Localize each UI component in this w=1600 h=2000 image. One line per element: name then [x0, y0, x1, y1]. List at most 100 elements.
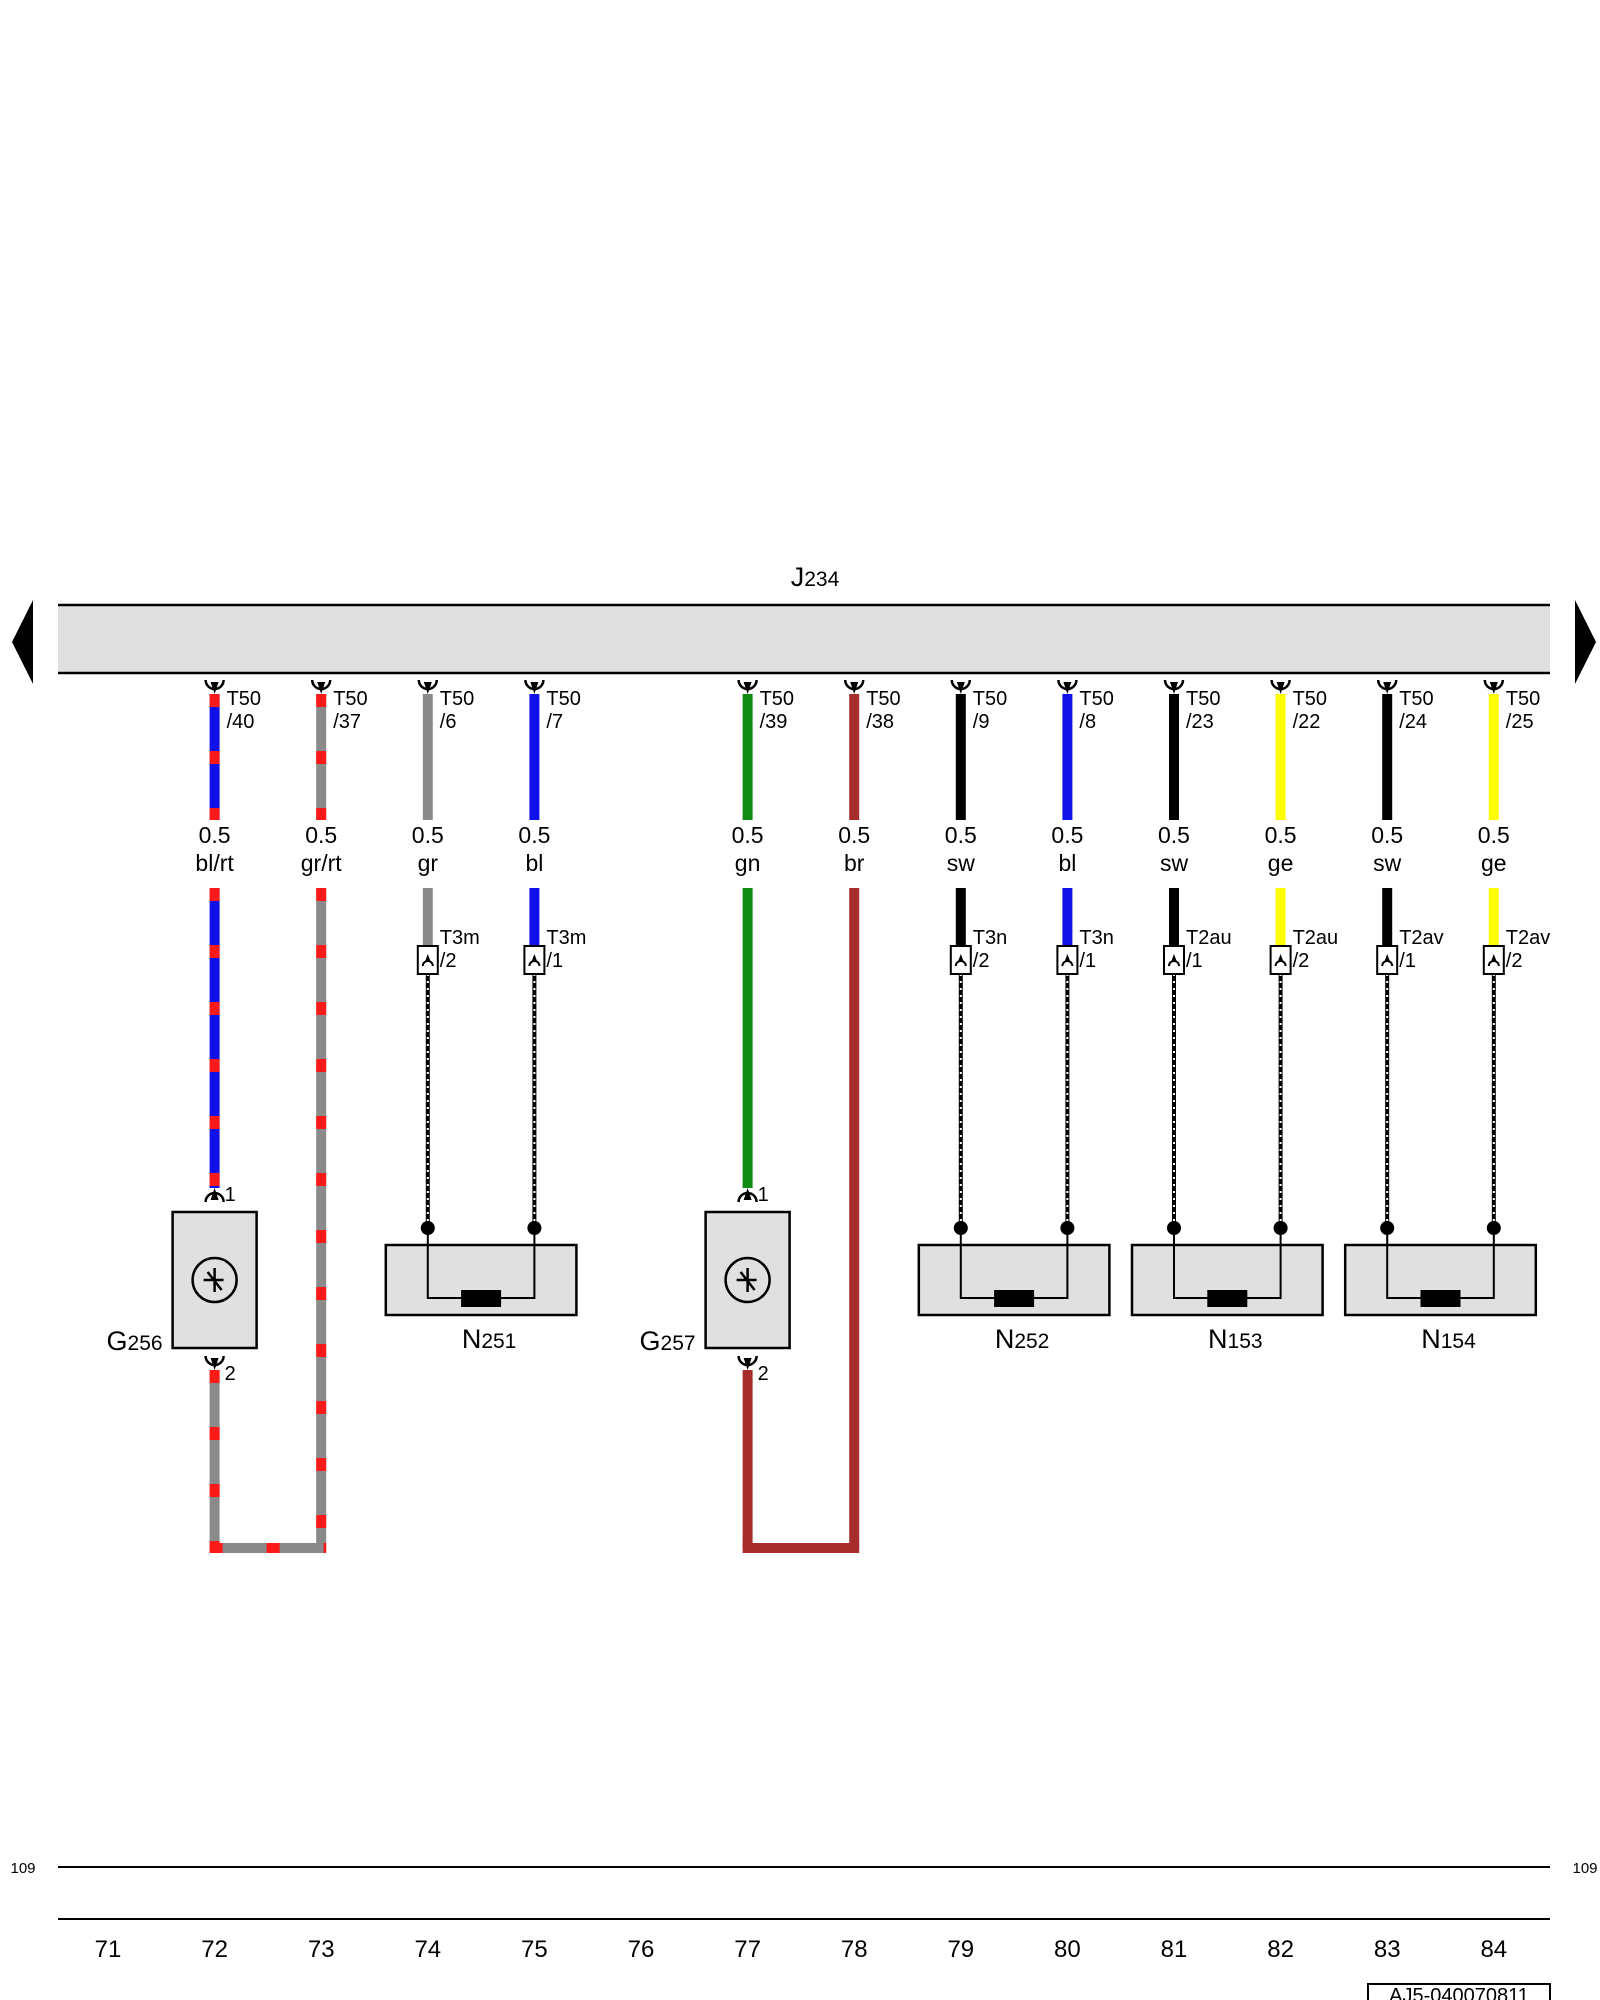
wire-75-connector-name: T3m [546, 927, 586, 949]
wire-73-size: 0.5 [305, 822, 337, 848]
wire-75-junction [527, 1221, 542, 1235]
wire-83-junction [1380, 1221, 1395, 1235]
wire-77-color: gn [735, 850, 761, 876]
column-number-83: 83 [1374, 1936, 1401, 1963]
wire-83-color: sw [1373, 850, 1402, 876]
control-unit-label: J234 [791, 562, 840, 592]
wire-83-connector-tip [1384, 954, 1391, 962]
wire-74-connector-pin: /2 [440, 950, 457, 972]
wire-77-size: 0.5 [732, 822, 764, 848]
column-number-81: 81 [1161, 1936, 1188, 1963]
wire-77-pin-terminal-tip [743, 682, 752, 694]
wire-82-size: 0.5 [1265, 822, 1297, 848]
triangle-right-icon [1575, 600, 1596, 684]
wire-80-pin-number: /8 [1079, 711, 1096, 733]
wire-82-junction [1273, 1221, 1288, 1235]
label-layer: T50/400.5bl/rtT50/370.5gr/rtT50/60.5grT3… [107, 688, 1551, 1385]
column-number-77: 77 [734, 1936, 761, 1963]
triangle-left-icon [12, 600, 33, 684]
wire-79-pin-terminal-tip [956, 682, 965, 694]
wire-80-connector-pin: /1 [1079, 950, 1096, 972]
wire-73-pin-terminal-tip [317, 682, 326, 694]
wire-83-connector-pin: /1 [1399, 950, 1416, 972]
wire-84-color: ge [1481, 850, 1507, 876]
valve-N251 [384, 1235, 578, 1317]
wire-81-junction [1167, 1221, 1181, 1235]
wire-74-pin-terminal [417, 679, 439, 694]
sensor-G257-pin-bottom: 2 [758, 1363, 769, 1385]
wire-74-connector-tip [424, 954, 431, 962]
column-number-84: 84 [1480, 1936, 1507, 1963]
wire-82-connector-tip [1277, 954, 1284, 962]
wire-74-pin-terminal-tip [423, 682, 432, 694]
wire-83-pin-terminal-tip [1383, 682, 1392, 694]
wire-79-connector-tip [957, 954, 964, 962]
wire-75-pin-terminal [524, 679, 545, 694]
sensor-G257-terminal-bottom-tip [743, 1358, 752, 1370]
column-number-73: 73 [308, 1936, 335, 1963]
wire-84-connector-tip [1490, 954, 1497, 962]
sensor-G256-terminal-bottom-tip [210, 1358, 219, 1370]
sensor-G256-pin-top: 1 [225, 1184, 236, 1206]
column-number-79: 79 [947, 1936, 974, 1963]
sensor-G257 [704, 1188, 791, 1370]
sensor-G257-terminal-bottom [737, 1355, 758, 1370]
wire-81-connector-pin: /1 [1186, 950, 1203, 972]
ref-right: 109 [1572, 1860, 1597, 1877]
wire-72-color: bl/rt [195, 850, 234, 876]
wire-81-pin-terminal-tip [1170, 682, 1178, 694]
wire-82-color: ge [1268, 850, 1294, 876]
wire-81-connector-tip [1171, 954, 1177, 962]
wire-77-pin-number: /39 [760, 711, 788, 733]
wire-78-pin-terminal-tip [850, 682, 859, 694]
wire-74-color: gr [418, 850, 439, 876]
wire-84-pin-terminal-tip [1489, 682, 1498, 694]
wire-74-connector-name: T3m [440, 927, 480, 949]
wire-72-pin-number: /40 [227, 711, 255, 733]
sensor-G257-symbol-ring [724, 1256, 771, 1304]
column-number-78: 78 [841, 1936, 868, 1963]
column-number-71: 71 [95, 1936, 122, 1963]
sensor-G257-label: G257 [640, 1326, 696, 1356]
sensor-G256-label: G256 [107, 1326, 163, 1356]
wire-80-pin-connector: T50 [1079, 688, 1113, 710]
column-number-80: 80 [1054, 1936, 1081, 1963]
wire-80-connector-tip [1064, 954, 1071, 962]
column-number-82: 82 [1267, 1936, 1294, 1963]
wire-84-connector-pin: /2 [1506, 950, 1523, 972]
wire-80-pin-terminal [1057, 679, 1078, 694]
sensor-G257-terminal-top-tip [743, 1188, 752, 1200]
wire-82-pin-terminal-tip [1276, 682, 1285, 694]
wire-75-size: 0.5 [518, 822, 550, 848]
wire-81-color: sw [1160, 850, 1189, 876]
valve-N154-housing [1343, 1243, 1538, 1317]
doc-code-box [1367, 1983, 1551, 2000]
wire-75-pin-connector: T50 [546, 688, 580, 710]
wire-75-color: bl [525, 850, 543, 876]
wire-82-connector-pin: /2 [1293, 950, 1310, 972]
valve-N153-label: N153 [1208, 1324, 1263, 1354]
wire-81-pin-number: /23 [1186, 711, 1214, 733]
valve-N154 [1343, 1235, 1538, 1317]
wire-74-pin-number: /6 [440, 711, 457, 733]
wire-81-pin-connector: T50 [1186, 688, 1220, 710]
wire-80-size: 0.5 [1051, 822, 1083, 848]
wire-75-connector-pin: /1 [546, 950, 563, 972]
wire-77-pin-terminal [737, 679, 758, 694]
wire-73-pin-number: /37 [333, 711, 361, 733]
sensor-G256-terminal-top-tip [210, 1188, 219, 1200]
wire-81-pin-terminal [1163, 679, 1185, 694]
sensor-G256-terminal-bottom [204, 1355, 225, 1370]
wire-81-size: 0.5 [1158, 822, 1190, 848]
wire-72-size: 0.5 [199, 822, 231, 848]
wire-74-junction [420, 1221, 435, 1235]
wire-81-connector-name: T2au [1186, 927, 1232, 949]
column-number-75: 75 [521, 1936, 548, 1963]
wire-72-pin-terminal [204, 679, 225, 694]
doc-code: AJ5-040070811 [1389, 1985, 1529, 2000]
wire-80-color: bl [1058, 850, 1076, 876]
wire-73-pin-terminal [310, 679, 332, 694]
wire-79-pin-connector: T50 [973, 688, 1007, 710]
sensor-G256-housing [171, 1210, 258, 1350]
